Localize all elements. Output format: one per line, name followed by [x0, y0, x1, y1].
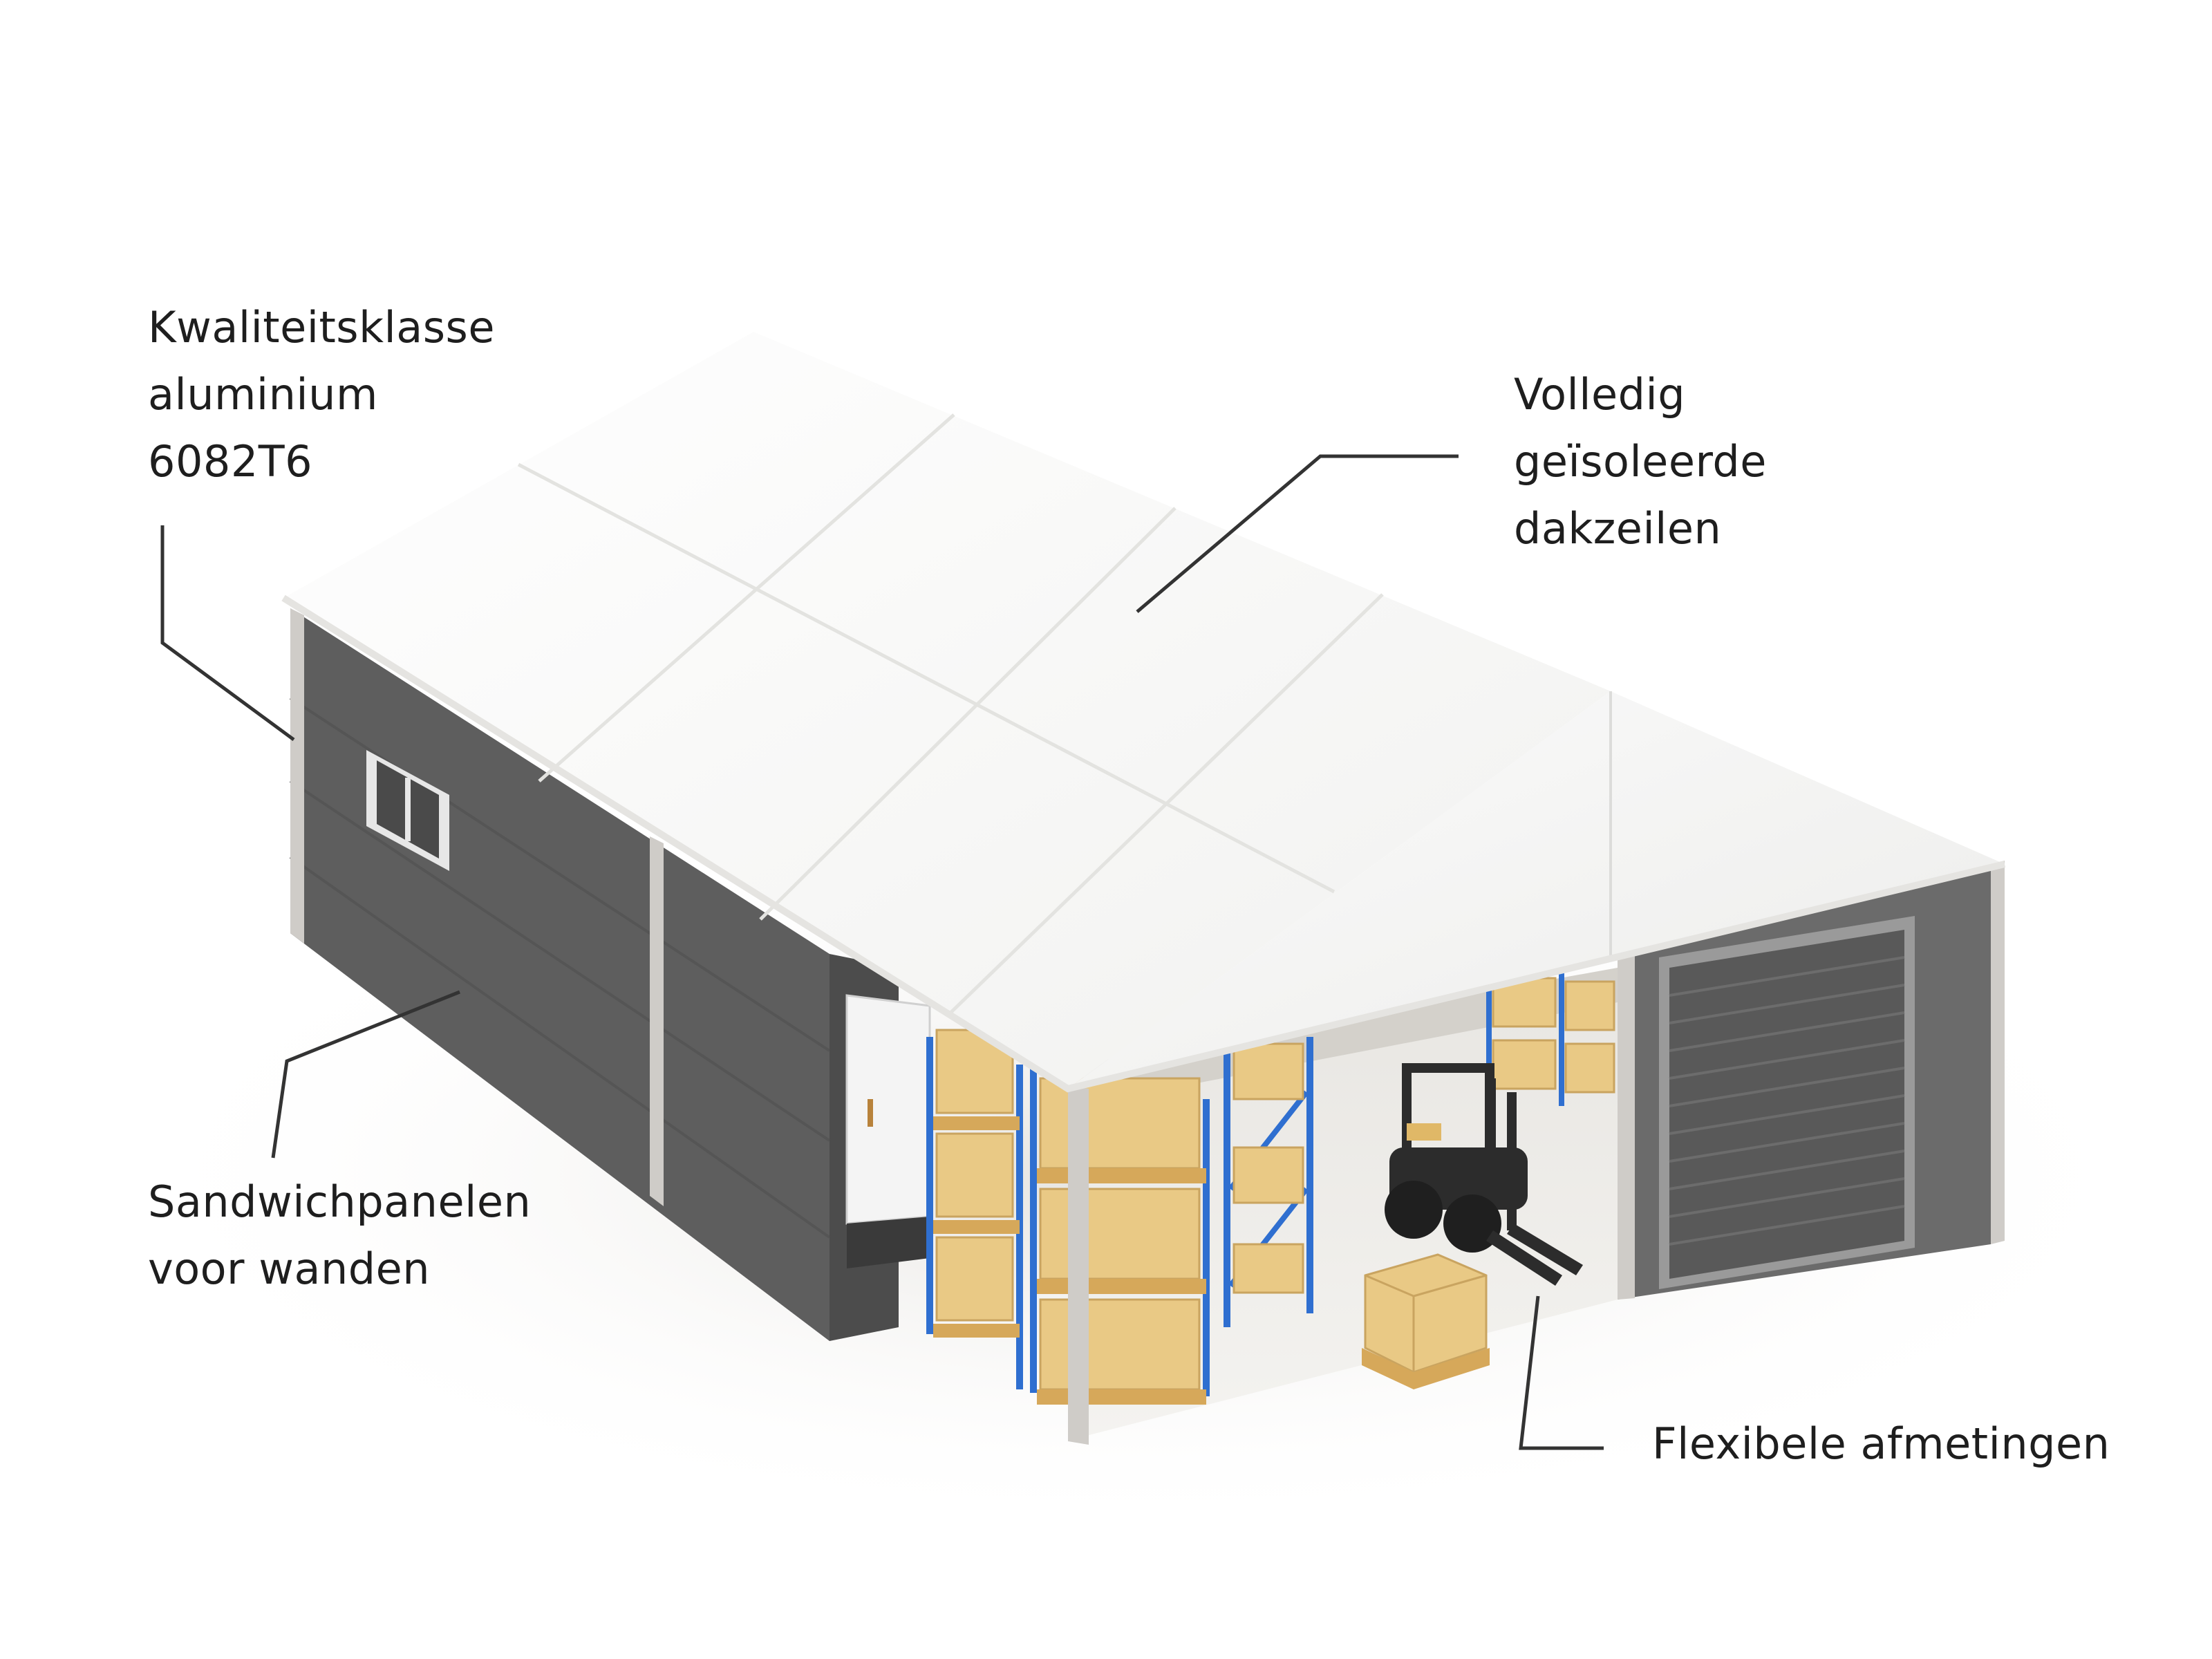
front-frame-post: [1068, 1085, 1089, 1445]
callout-line: Kwaliteitsklasse: [148, 302, 495, 353]
wall-panel-seams: [289, 697, 831, 1239]
forklift: [1385, 1063, 1583, 1286]
callout-line: Sandwichpanelen: [148, 1177, 532, 1227]
roof-tarpaulin: [283, 332, 1611, 1089]
leader-line-aluminium: [160, 525, 295, 742]
pallet-rack-middle: [1030, 1068, 1210, 1405]
callout-line: 6082T6: [148, 436, 313, 487]
electrical-cabinet: [845, 994, 931, 1268]
leader-line-walls: [271, 990, 460, 1159]
callout-line: Volledig: [1514, 369, 1686, 420]
pallet-rack-left: [926, 1029, 1023, 1389]
callout-dimensions: Flexibele afmetingen: [1652, 1410, 2110, 1477]
end-wall-post: [1618, 950, 1635, 1300]
interior-back-wall: [1078, 968, 1618, 1106]
roof-gable: [1068, 691, 2005, 1089]
pallet-rack-inner: [1224, 1037, 1313, 1327]
callout-aluminium: Kwaliteitsklasse aluminium 6082T6: [148, 294, 495, 495]
aluminium-upright: [290, 608, 304, 944]
leader-line-roof: [1136, 454, 1459, 613]
roof-edge: [281, 594, 2006, 1093]
callout-line: voor wanden: [148, 1244, 431, 1294]
pallet-rack-back: [1486, 968, 1615, 1106]
roller-door: [1659, 916, 1915, 1289]
roof-seams: [517, 413, 1384, 1018]
callout-line: aluminium: [148, 369, 378, 420]
aluminium-upright: [650, 836, 664, 1206]
callout-line: Flexibele afmetingen: [1652, 1418, 2110, 1469]
leader-line-dimensions: [1519, 1295, 1604, 1450]
callout-walls: Sandwichpanelen voor wanden: [148, 1168, 531, 1302]
wall-window: [366, 750, 449, 871]
callout-roof: Volledig geïsoleerde dakzeilen: [1514, 361, 1767, 562]
floor-pallet-boxes: [1362, 1253, 1490, 1389]
end-wall-corner-post: [1991, 861, 2005, 1244]
leader-lines: [160, 454, 1604, 1450]
callout-line: geïsoleerde: [1514, 436, 1767, 487]
callout-line: dakzeilen: [1514, 503, 1722, 554]
